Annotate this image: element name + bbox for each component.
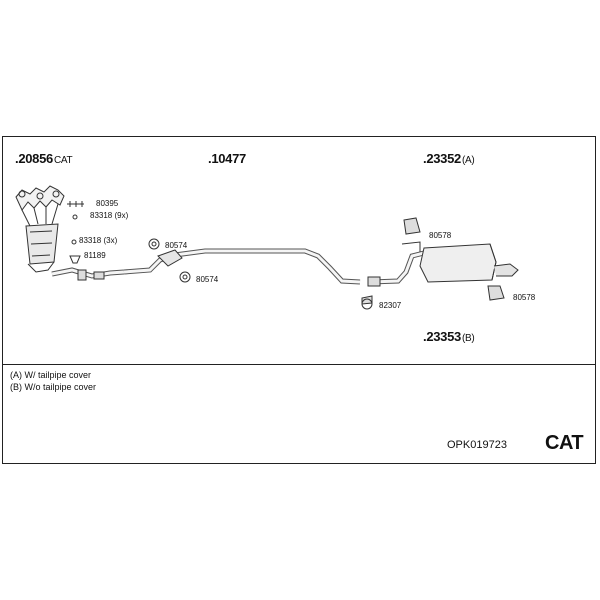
- part-82307: 82307: [379, 301, 402, 310]
- legend-divider: [2, 364, 596, 365]
- part-83318-3x: 83318 (3x): [79, 236, 118, 245]
- exhaust-manifold-icon: [15, 185, 65, 273]
- legend-b: (B) W/o tailpipe cover: [10, 382, 97, 392]
- legend-a: (A) W/ tailpipe cover: [10, 370, 92, 380]
- part-80578-b: 80578: [513, 293, 536, 302]
- part-81189: 81189: [84, 251, 106, 260]
- rubber-hanger-icon: [148, 238, 191, 283]
- part-83318-9x: 83318 (9x): [90, 211, 129, 220]
- part-23353: .23353(B): [423, 329, 475, 344]
- part-80395: 80395: [96, 199, 119, 208]
- center-pipe-icon: [123, 248, 361, 285]
- diagram-frame: [2, 136, 596, 464]
- front-pipe-icon: [51, 267, 125, 281]
- gasket-icon: [67, 201, 84, 264]
- part-80574-b: 80574: [196, 275, 219, 284]
- part-10477: .10477: [208, 151, 246, 166]
- kit-type: CAT: [545, 432, 584, 454]
- part-80578-a: 80578: [429, 231, 452, 240]
- muffler-hanger-icon: [401, 217, 505, 301]
- rear-silencer-icon: [367, 243, 519, 287]
- part-23352: .23352(A): [423, 151, 475, 166]
- part-20856: .20856CAT: [15, 151, 73, 166]
- pipe-clamp-icon: [361, 295, 373, 310]
- part-80574-a: 80574: [165, 241, 188, 250]
- kit-code: OPK019723: [447, 439, 507, 451]
